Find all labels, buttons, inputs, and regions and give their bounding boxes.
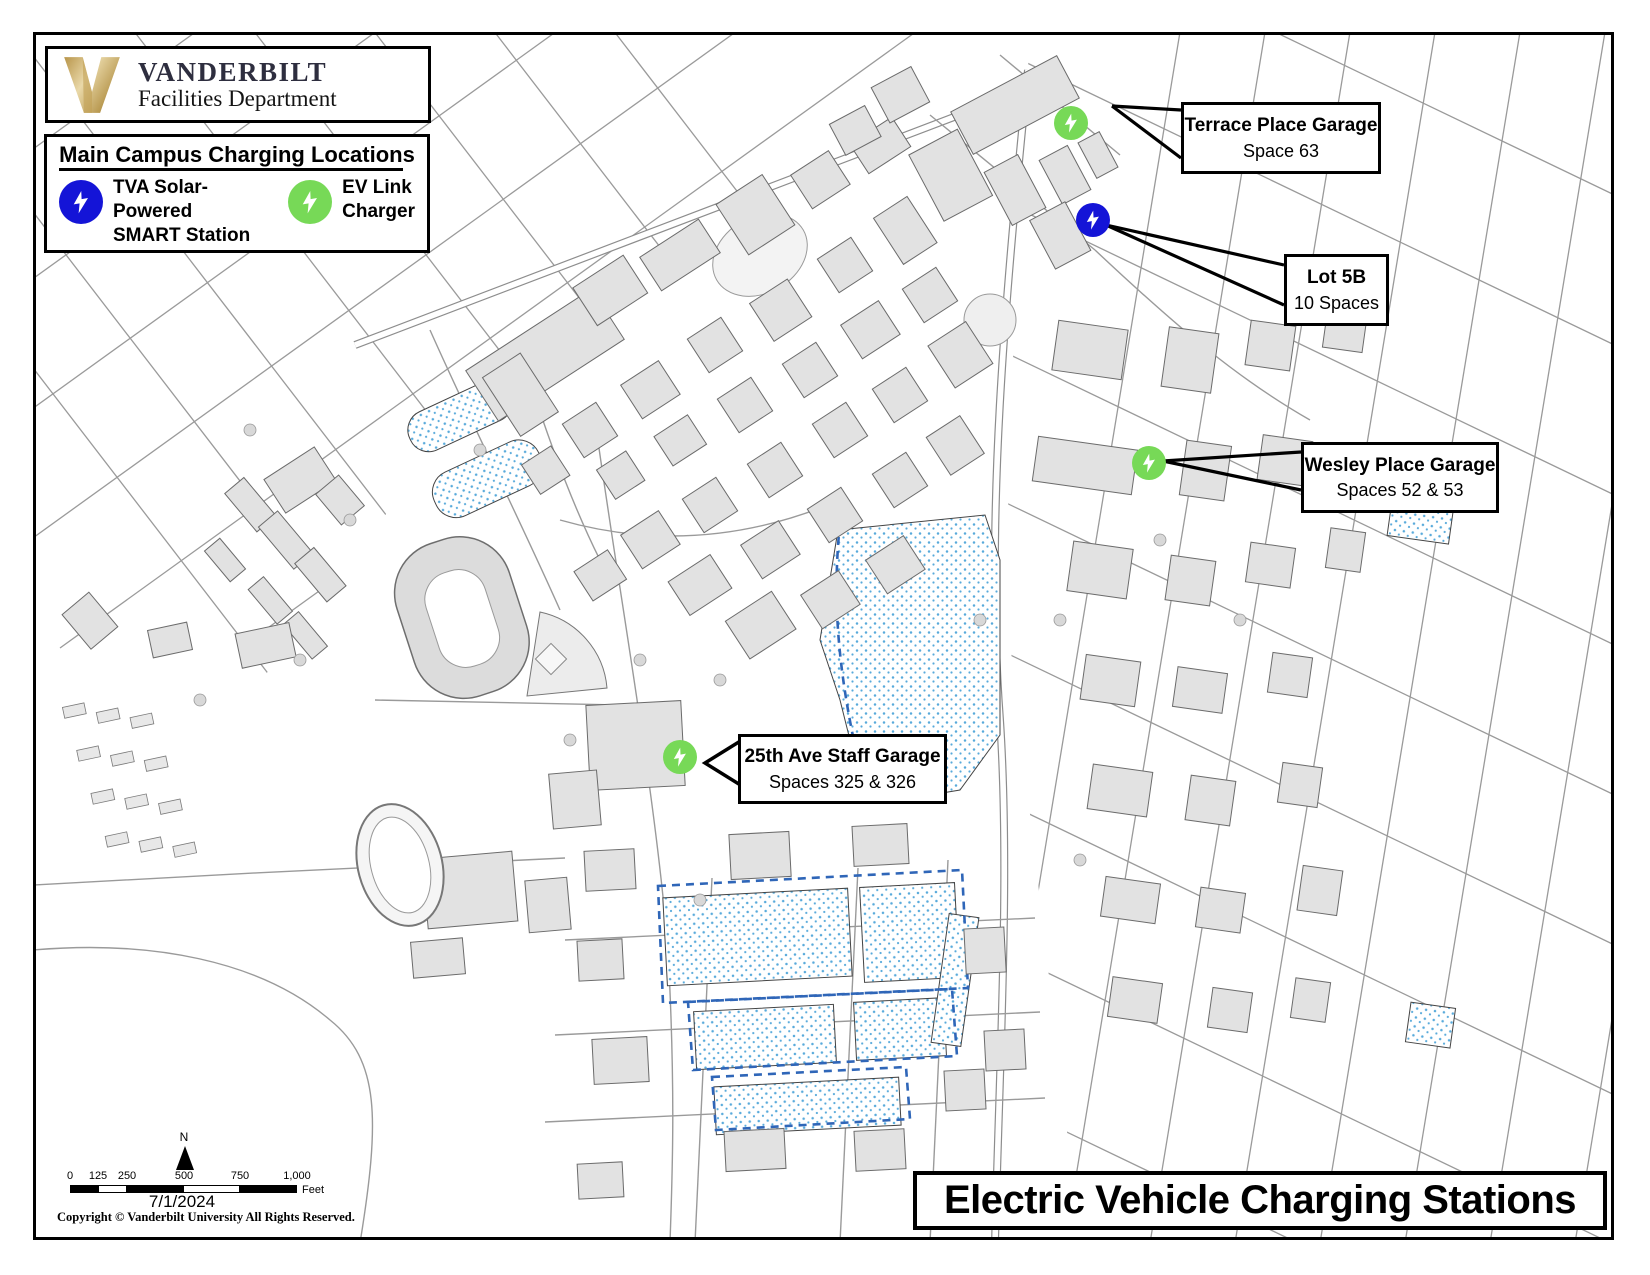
legend-title: Main Campus Charging Locations bbox=[47, 142, 427, 171]
map-title: Electric Vehicle Charging Stations bbox=[913, 1171, 1607, 1230]
callout-leader-lines bbox=[1105, 104, 1302, 492]
legend-item-smart-station: TVA Solar- Powered SMART Station bbox=[59, 176, 250, 247]
callout-title: Terrace Place Garage bbox=[1184, 115, 1378, 137]
lot-5b-smart-station-marker-icon bbox=[1076, 203, 1110, 237]
legend-box: Main Campus Charging Locations TVA Solar… bbox=[44, 134, 430, 253]
copyright-notice: Copyright © Vanderbilt University All Ri… bbox=[57, 1210, 355, 1224]
map-date: 7/1/2024 bbox=[148, 1192, 216, 1211]
callout-wesley-place-garage: Wesley Place Garage Spaces 52 & 53 bbox=[1301, 442, 1499, 513]
north-label: N bbox=[179, 1130, 189, 1144]
legend-label-smart-station: TVA Solar- Powered SMART Station bbox=[113, 177, 251, 246]
callout-subtitle: Spaces 52 & 53 bbox=[1336, 480, 1464, 501]
callout-terrace-place-garage: Terrace Place Garage Space 63 bbox=[1181, 102, 1381, 174]
scale-bar-segment bbox=[98, 1185, 127, 1193]
callout-25th-ave-staff-garage: 25th Ave Staff Garage Spaces 325 & 326 bbox=[738, 734, 947, 804]
vanderbilt-v-logo-icon bbox=[64, 56, 120, 113]
scale-tick: 500 bbox=[174, 1170, 194, 1182]
legend-items: TVA Solar- Powered SMART Station EV Link… bbox=[47, 168, 427, 247]
scale-tick: 250 bbox=[117, 1170, 137, 1182]
smart-station-icon bbox=[59, 180, 103, 224]
ev-link-charger-icon bbox=[288, 180, 333, 224]
callout-title: 25th Ave Staff Garage bbox=[744, 746, 941, 768]
callout-subtitle: Spaces 325 & 326 bbox=[768, 771, 917, 792]
scale-bar-segment bbox=[70, 1185, 99, 1193]
scale-tick: 0 bbox=[66, 1170, 74, 1182]
scale-tick: 1,000 bbox=[283, 1170, 311, 1182]
logo-text: VANDERBILT Facilities Department bbox=[138, 58, 337, 110]
25th-ave-garage-ev-link-marker-icon bbox=[663, 740, 697, 774]
logo-department-name: Facilities Department bbox=[138, 85, 337, 111]
callout-subtitle: Space 63 bbox=[1242, 140, 1320, 161]
legend-label-ev-link: EV Link Charger bbox=[342, 177, 415, 222]
wesley-garage-ev-link-marker-icon bbox=[1132, 446, 1166, 480]
scale-tick: 125 bbox=[88, 1170, 108, 1182]
terrace-garage-ev-link-marker-icon bbox=[1054, 106, 1088, 140]
legend-item-ev-link: EV Link Charger bbox=[288, 176, 415, 247]
callout-title: Lot 5B bbox=[1306, 267, 1367, 289]
callout-title: Wesley Place Garage bbox=[1304, 454, 1496, 476]
scale-unit-label: Feet bbox=[302, 1184, 325, 1196]
logo-university-name: VANDERBILT bbox=[138, 57, 328, 88]
north-arrow-icon bbox=[176, 1146, 194, 1170]
callout-lot-5b: Lot 5B 10 Spaces bbox=[1284, 254, 1389, 326]
vanderbilt-logo-box: VANDERBILT Facilities Department bbox=[45, 46, 431, 123]
page-border bbox=[33, 32, 1614, 1240]
callout-subtitle: 10 Spaces bbox=[1293, 292, 1380, 313]
scale-bar-segment bbox=[239, 1185, 297, 1193]
scale-tick: 750 bbox=[230, 1170, 250, 1182]
